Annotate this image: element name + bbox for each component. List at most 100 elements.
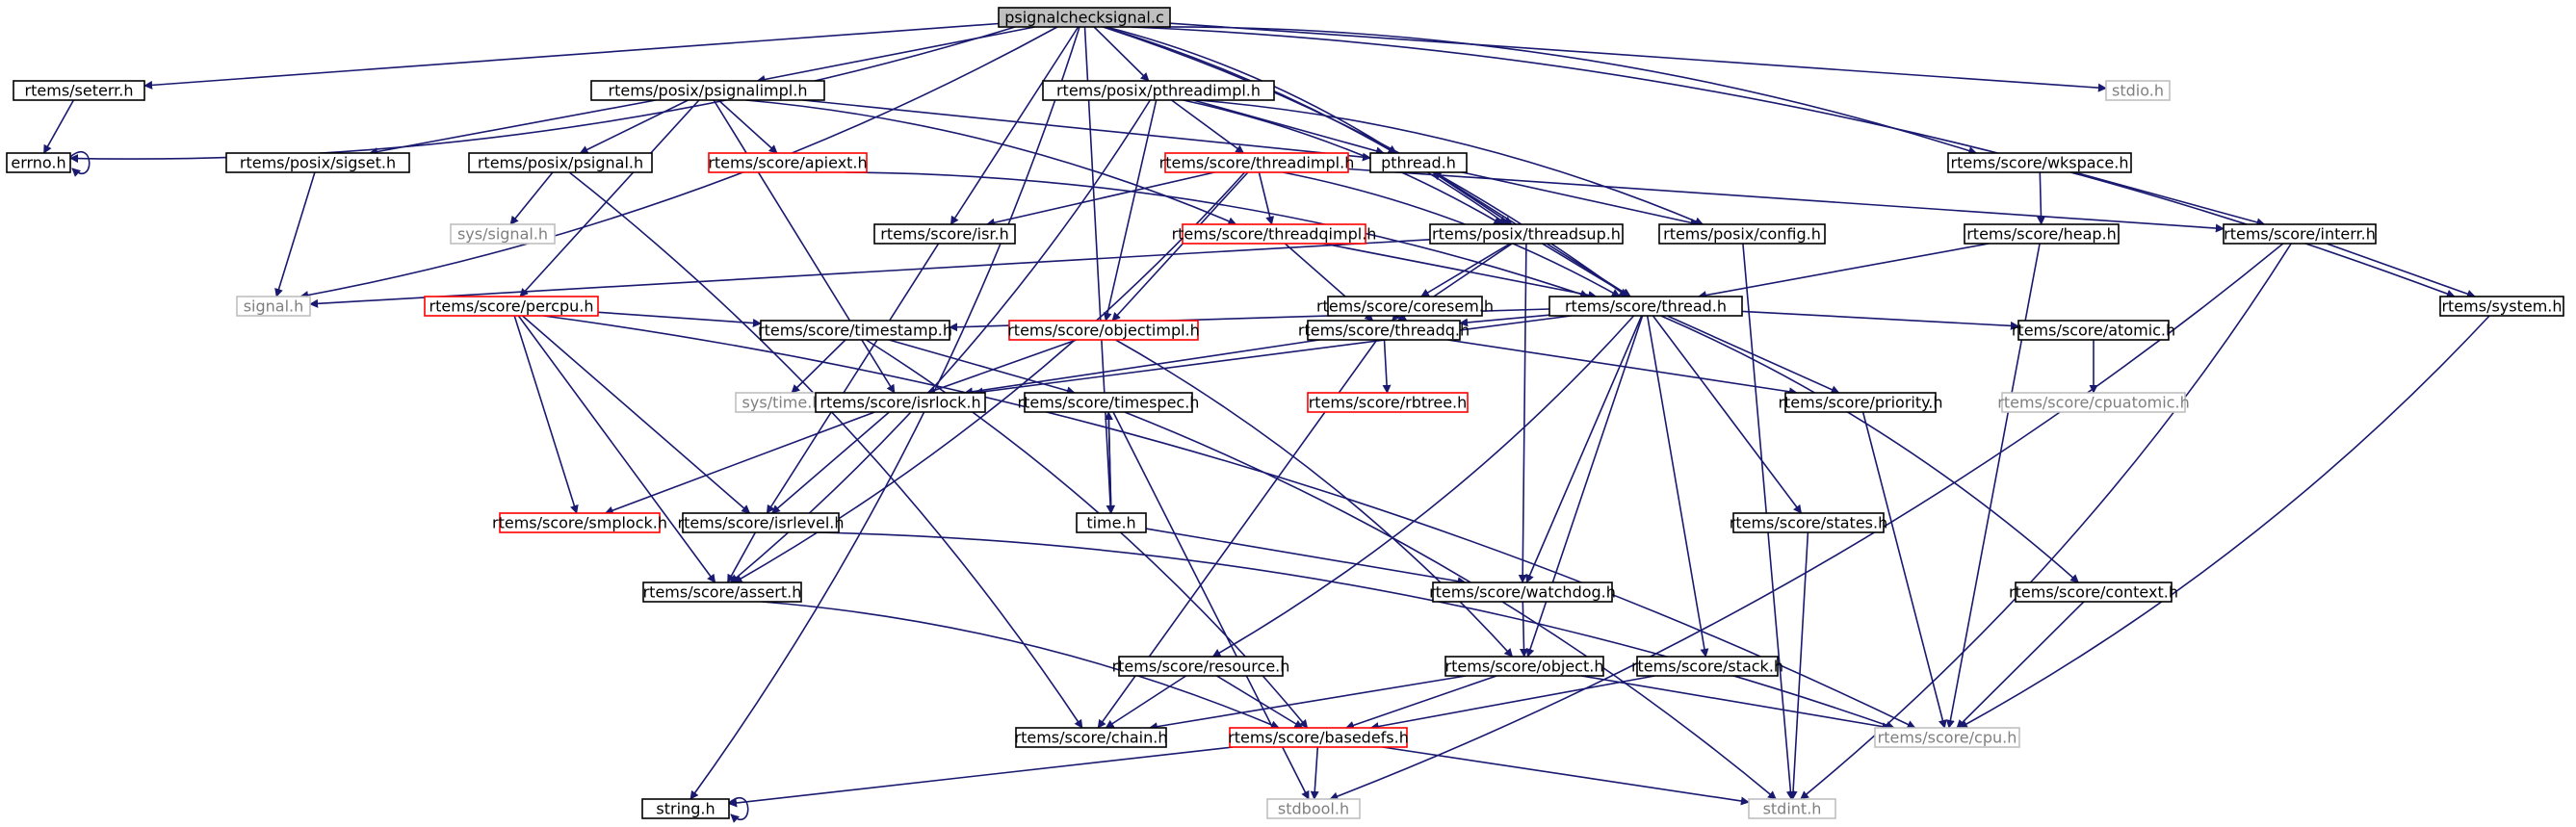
node-rtems-score-watchdog-h[interactable]: rtems/score/watchdog.h: [1429, 581, 1616, 603]
node-rtems-score-timestamp-h[interactable]: rtems/score/timestamp.h: [758, 320, 952, 341]
node-box: [1732, 512, 1885, 533]
node-rtems-score-timespec-h[interactable]: rtems/score/timespec.h: [1018, 392, 1200, 413]
node-rtems-score-chain-h[interactable]: rtems/score/chain.h: [1015, 727, 1168, 748]
node-label: sys/time.h: [742, 394, 822, 412]
node-sys-time-h[interactable]: sys/time.h: [735, 392, 829, 413]
node-rtems-score-smplock-h[interactable]: rtems/score/smplock.h: [492, 512, 667, 533]
edge-pthreadimpl-to-pthread: [1192, 99, 1385, 156]
node-label: rtems/score/apiext.h: [708, 154, 867, 172]
node-stdbool-h[interactable]: stdbool.h: [1266, 798, 1361, 819]
node-box: [13, 80, 145, 101]
edge-threadimpl-to-assert: [733, 171, 1246, 583]
node-rtems-seterr-h[interactable]: rtems/seterr.h: [13, 80, 145, 101]
nodes-layer: psignalchecksignal.c rtems/seterr.h errno.…: [6, 7, 2564, 819]
node-label: rtems/score/coresem.h: [1316, 297, 1494, 316]
node-label: rtems/score/isr.h: [880, 225, 1009, 244]
node-box: [760, 320, 950, 341]
node-label: rtems/score/thread.h: [1565, 297, 1727, 316]
node-rtems-score-isr-h[interactable]: rtems/score/isr.h: [873, 223, 1016, 245]
node-box: [1266, 798, 1361, 819]
node-rtems-posix-pthreadimpl-h[interactable]: rtems/posix/pthreadimpl.h: [1042, 80, 1275, 101]
node-stdint-h[interactable]: stdint.h: [1748, 798, 1836, 819]
node-box: [1076, 512, 1147, 533]
node-rtems-score-wkspace-h[interactable]: rtems/score/wkspace.h: [1947, 152, 2132, 173]
edge-heap-to-thread: [1697, 243, 1990, 299]
node-rtems-score-resource-h[interactable]: rtems/score/resource.h: [1112, 656, 1290, 677]
edge-pthreadimpl-to-threadsup: [1183, 99, 1503, 225]
edge-root-to-stdio: [1169, 22, 2107, 92]
node-rtems-score-threadq-h[interactable]: rtems/score/threadq.h: [1298, 320, 1470, 341]
node-box: [1042, 80, 1275, 101]
edge-stack-to-basedefs: [1369, 675, 1655, 731]
edge-object-to-chain: [1148, 675, 1467, 732]
node-box: [1874, 727, 2020, 748]
node-rtems-score-cpu-h[interactable]: rtems/score/cpu.h: [1874, 727, 2020, 748]
node-sys-signal-h[interactable]: sys/signal.h: [450, 223, 556, 245]
node-signal-h[interactable]: signal.h: [236, 296, 311, 317]
node-box: [1429, 223, 1624, 245]
edge-thread-to-threadq: [1459, 314, 1550, 327]
node-label: rtems/score/threadqimpl.h: [1172, 225, 1377, 244]
edge-root-to-string: [690, 26, 1080, 800]
node-label: rtems/score/chain.h: [1015, 729, 1168, 747]
node-label: signal.h: [244, 297, 304, 316]
node-rtems-score-basedefs-h[interactable]: rtems/score/basedefs.h: [1228, 727, 1409, 748]
edge-root-to-errno: [69, 26, 1016, 164]
node-box: [225, 152, 410, 173]
edge-threadimpl-to-thread: [1282, 171, 1621, 297]
node-rtems-score-assert-h[interactable]: rtems/score/assert.h: [642, 581, 802, 603]
node-label: errno.h: [11, 154, 65, 172]
edge-threadsup-to-thread: [1542, 243, 1631, 297]
node-rtems-score-context-h[interactable]: rtems/score/context.h: [2009, 581, 2178, 603]
node-label: rtems/score/heap.h: [1966, 225, 2117, 244]
node-rtems-posix-psignalimpl-h[interactable]: rtems/posix/psignalimpl.h: [590, 80, 825, 101]
edge-objectimpl-to-isrlock: [926, 339, 1078, 395]
node-rtems-posix-config-h[interactable]: rtems/posix/config.h: [1658, 223, 1826, 245]
node-rtems-score-percpu-h[interactable]: rtems/score/percpu.h: [424, 296, 599, 317]
node-rtems-posix-sigset-h[interactable]: rtems/posix/sigset.h: [225, 152, 410, 173]
node-rtems-score-rbtree-h[interactable]: rtems/score/rbtree.h: [1307, 392, 1469, 413]
node-rtems-score-coresem-h[interactable]: rtems/score/coresem.h: [1316, 296, 1494, 317]
node-rtems-score-threadimpl-h[interactable]: rtems/score/threadimpl.h: [1159, 152, 1355, 173]
node-rtems-score-object-h[interactable]: rtems/score/object.h: [1444, 656, 1604, 677]
node-rtems-score-stack-h[interactable]: rtems/score/stack.h: [1631, 656, 1783, 677]
node-psignalchecksignal-c[interactable]: psignalchecksignal.c: [998, 7, 1171, 28]
node-rtems-score-states-h[interactable]: rtems/score/states.h: [1730, 512, 1887, 533]
node-box: [1015, 727, 1167, 748]
node-errno-h[interactable]: errno.h: [6, 152, 71, 173]
node-label: rtems/posix/psignal.h: [478, 154, 643, 172]
node-rtems-score-isrlevel-h[interactable]: rtems/score/isrlevel.h: [677, 512, 845, 533]
node-rtems-score-heap-h[interactable]: rtems/score/heap.h: [1964, 223, 2120, 245]
edge-threadsup-to-watchdog: [1518, 243, 1527, 583]
node-string-h[interactable]: string.h: [641, 798, 730, 819]
node-rtems-posix-threadsup-h[interactable]: rtems/posix/threadsup.h: [1429, 223, 1624, 245]
edge-percpu-to-smplock: [513, 315, 579, 514]
node-rtems-score-priority-h[interactable]: rtems/score/priority.h: [1778, 392, 1943, 413]
edge-thread-to-atomic: [1741, 310, 2019, 330]
node-rtems-score-thread-h[interactable]: rtems/score/thread.h: [1548, 296, 1743, 317]
node-rtems-score-objectimpl-h[interactable]: rtems/score/objectimpl.h: [1007, 320, 1200, 341]
node-rtems-score-threadqimpl-h[interactable]: rtems/score/threadqimpl.h: [1172, 223, 1377, 245]
node-box: [642, 581, 802, 603]
edge-interr-to-stdbool: [1329, 243, 2284, 801]
node-rtems-score-interr-h[interactable]: rtems/score/interr.h: [2223, 223, 2377, 245]
node-box: [1307, 392, 1469, 413]
node-rtems-score-isrlock-h[interactable]: rtems/score/isrlock.h: [815, 392, 986, 413]
edge-assert-to-basedefs: [761, 601, 1280, 730]
node-time-h[interactable]: time.h: [1076, 512, 1147, 533]
edge-percpu-to-timestamp: [597, 311, 762, 328]
node-pthread-h[interactable]: pthread.h: [1369, 152, 1468, 173]
edge-root-to-pthread: [1106, 26, 1397, 154]
node-label: stdint.h: [1763, 800, 1822, 818]
node-box: [873, 223, 1016, 245]
edge-thread-to-resource: [1211, 315, 1635, 658]
node-label: rtems/score/cpu.h: [1878, 729, 2017, 747]
node-rtems-posix-psignal-h[interactable]: rtems/posix/psignal.h: [468, 152, 653, 173]
node-rtems-score-atomic-h[interactable]: rtems/score/atomic.h: [2012, 320, 2175, 341]
node-rtems-score-apiext-h[interactable]: rtems/score/apiext.h: [708, 152, 868, 173]
node-stdio-h[interactable]: stdio.h: [2105, 80, 2171, 101]
edge-isrlock-to-smplock: [604, 411, 875, 515]
node-rtems-system-h[interactable]: rtems/system.h: [2439, 296, 2564, 317]
node-rtems-score-cpuatomic-h[interactable]: rtems/score/cpuatomic.h: [1997, 392, 2190, 413]
edge-thread-to-stack: [1646, 315, 1709, 658]
